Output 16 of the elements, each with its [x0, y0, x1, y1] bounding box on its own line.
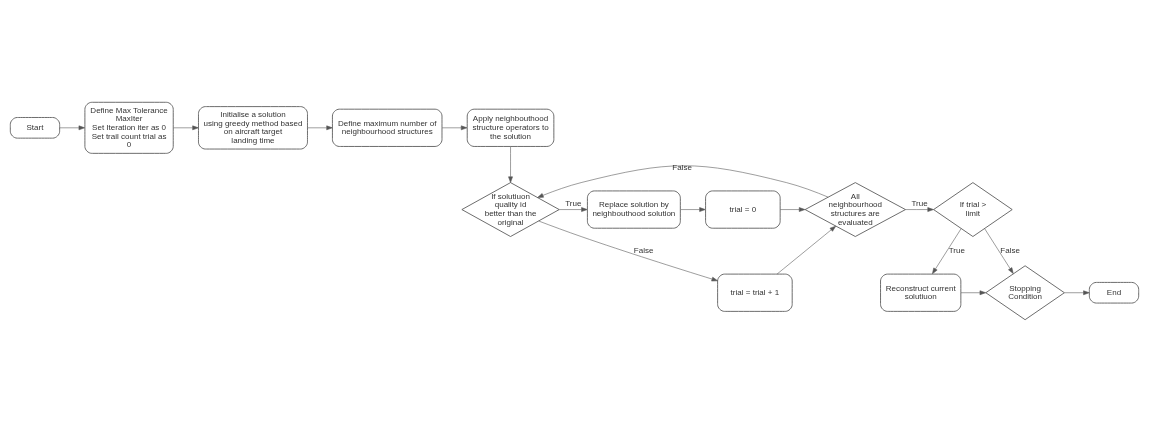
arrow — [559, 206, 588, 212]
arrow — [905, 206, 934, 212]
arrow — [960, 289, 986, 295]
arrow — [984, 227, 1014, 274]
arrow — [508, 145, 513, 183]
arrow — [932, 227, 962, 274]
arrow — [680, 206, 706, 212]
arrow — [441, 125, 468, 130]
arrow — [776, 225, 836, 274]
arrow — [307, 125, 333, 130]
arrow — [779, 206, 806, 212]
arrow — [59, 125, 85, 130]
arrow — [173, 125, 199, 130]
arrow — [1064, 289, 1090, 295]
arrow — [537, 164, 829, 198]
arrow — [538, 220, 718, 281]
